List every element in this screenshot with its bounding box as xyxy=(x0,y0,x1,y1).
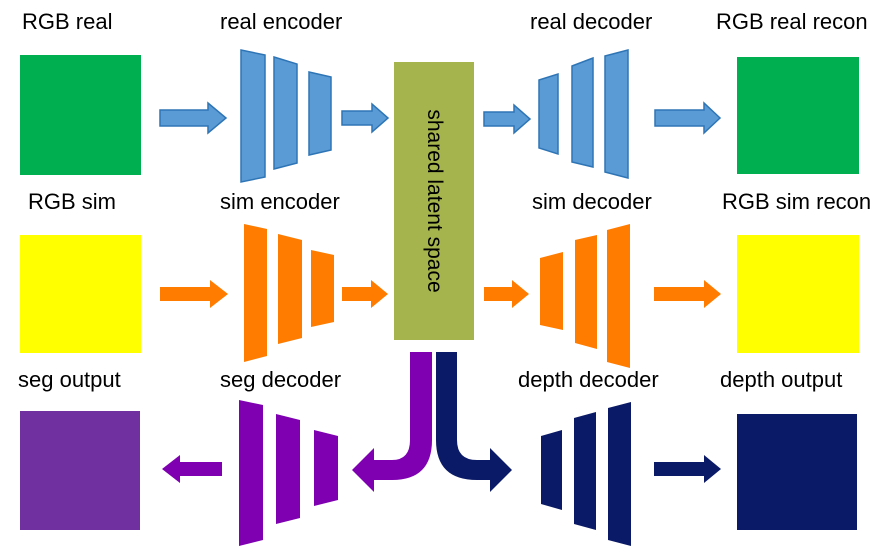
sim-decoder-layer-1 xyxy=(540,252,563,330)
arrow-seg-decoder-to-output xyxy=(162,455,222,483)
label-depth-output: depth output xyxy=(720,367,843,392)
label-real-encoder: real encoder xyxy=(220,9,343,34)
arrow-rgb-real-to-encoder xyxy=(159,101,228,135)
label-real-decoder: real decoder xyxy=(530,9,653,34)
arrow-sim-decoder-to-recon xyxy=(654,280,721,308)
arrow-encoder-to-latent xyxy=(341,102,390,134)
label-depth-decoder: depth decoder xyxy=(518,367,659,392)
seg-decoder-layer-2 xyxy=(276,414,300,524)
real-decoder-layer-2 xyxy=(571,56,594,168)
real-decoder-layer-3 xyxy=(604,49,629,179)
real-decoder-network xyxy=(538,49,629,179)
sim-encoder-layer-2 xyxy=(278,234,302,344)
real-encoder-layer-3 xyxy=(308,71,332,156)
sim-decoder-layer-3 xyxy=(607,224,630,368)
rgb-sim-recon-image xyxy=(737,235,859,353)
sim-encoder-layer-3 xyxy=(311,250,334,327)
depth-output-image xyxy=(737,414,857,530)
arrow-depth-decoder-to-output xyxy=(654,455,721,483)
sim-decoder-layer-2 xyxy=(575,235,597,349)
label-seg-output: seg output xyxy=(18,367,121,392)
real-encoder-layer-1 xyxy=(240,49,266,183)
label-sim-decoder: sim decoder xyxy=(532,189,652,214)
label-sim-encoder: sim encoder xyxy=(220,189,340,214)
real-encoder-network xyxy=(240,49,332,183)
sim-row-arrows xyxy=(160,280,721,308)
arrow-decoder-to-recon xyxy=(654,101,722,135)
arrow-latent-to-depth-decoder xyxy=(436,352,512,492)
real-encoder-layer-2 xyxy=(273,55,298,170)
arrow-rgb-sim-to-encoder xyxy=(160,280,228,308)
rgb-real-recon-image xyxy=(737,57,859,174)
seg-output-image xyxy=(20,411,140,530)
arrow-sim-encoder-to-latent xyxy=(342,280,388,308)
seg-decoder-layer-1 xyxy=(239,400,263,546)
arrow-latent-to-sim-decoder xyxy=(484,280,529,308)
seg-decoder-network xyxy=(239,400,338,546)
seg-decoder-layer-3 xyxy=(314,430,338,506)
label-rgb-real: RGB real xyxy=(22,9,113,34)
depth-decoder-layer-1 xyxy=(541,430,562,510)
arrow-latent-to-decoder xyxy=(483,103,532,135)
shared-latent-space-block: shared latent space xyxy=(394,62,474,340)
sim-decoder-network xyxy=(540,224,630,368)
depth-decoder-network xyxy=(541,402,631,546)
sim-encoder-layer-1 xyxy=(244,224,267,362)
label-rgb-sim: RGB sim xyxy=(28,189,116,214)
seg-row-arrows xyxy=(162,352,432,492)
rgb-sim-image xyxy=(20,235,141,353)
depth-decoder-layer-2 xyxy=(574,412,596,530)
depth-row-arrows xyxy=(436,352,721,492)
label-rgb-sim-recon: RGB sim recon xyxy=(722,189,872,214)
rgb-real-image xyxy=(20,55,141,175)
label-rgb-real-recon: RGB real recon xyxy=(716,9,868,34)
depth-decoder-layer-3 xyxy=(608,402,631,546)
arrow-latent-to-seg-decoder xyxy=(352,352,432,492)
sim-encoder-network xyxy=(244,224,334,362)
real-decoder-layer-1 xyxy=(538,72,559,156)
label-seg-decoder: seg decoder xyxy=(220,367,342,392)
real-row-arrows xyxy=(159,101,722,135)
